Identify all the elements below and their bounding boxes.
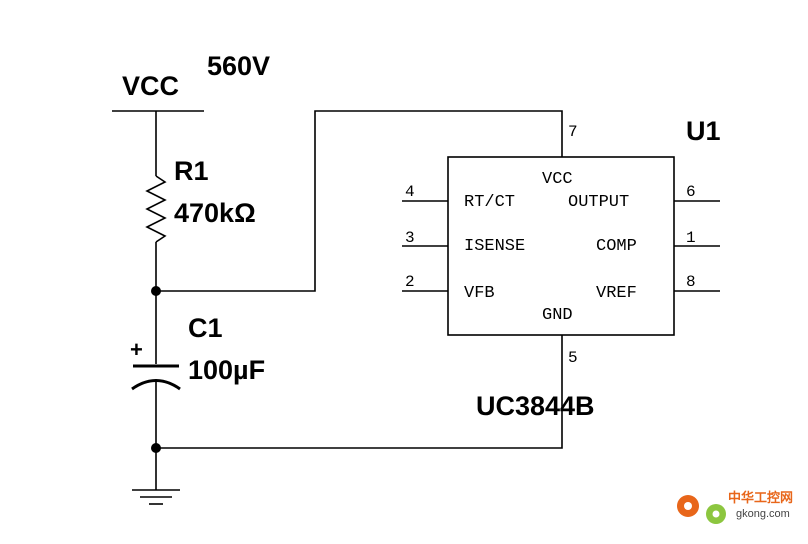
wire-node-to-vcc-pin	[156, 110, 563, 292]
pin-name-comp: COMP	[596, 237, 637, 256]
vcc-label: VCC	[122, 71, 179, 101]
capacitor-ref: C1	[188, 313, 223, 343]
pin-num-vfb: 2	[405, 273, 415, 291]
pin-name-gnd: GND	[542, 306, 573, 325]
capacitor-value: 100µF	[188, 355, 265, 385]
ic-ref: U1	[686, 116, 721, 146]
pin-num-gnd: 5	[568, 349, 578, 367]
capacitor-polarity-mark: +	[130, 337, 143, 362]
pin-name-output: OUTPUT	[568, 193, 629, 212]
resistor-value: 470kΩ	[174, 198, 256, 228]
wire-gnd-to-pin5	[156, 335, 563, 449]
resistor-ref: R1	[174, 156, 209, 186]
watermark-text-en: gkong.com	[736, 508, 790, 520]
pin-name-vref: VREF	[596, 284, 637, 303]
ic-part-number: UC3844B	[476, 391, 595, 421]
pin-num-output: 6	[686, 183, 696, 201]
pin-num-comp: 1	[686, 229, 696, 247]
resistor-r1-symbol	[145, 175, 167, 243]
watermark-text-cn: 中华工控网	[728, 490, 793, 506]
gkong-watermark-logo: 中华工控网 gkong.com	[677, 490, 793, 524]
pin-num-rtct: 4	[405, 183, 415, 201]
pin-name-rtct: RT/CT	[464, 193, 515, 212]
capacitor-plate-negative	[131, 379, 181, 391]
pin-num-vref: 8	[686, 273, 696, 291]
pin-name-vcc: VCC	[542, 170, 573, 189]
supply-voltage-label: 560V	[207, 51, 270, 81]
ground-icon	[132, 489, 180, 505]
pin-num-vcc: 7	[568, 123, 578, 141]
pin-name-isense: ISENSE	[464, 237, 525, 256]
pin-num-isense: 3	[405, 229, 415, 247]
pin-name-vfb: VFB	[464, 284, 495, 303]
